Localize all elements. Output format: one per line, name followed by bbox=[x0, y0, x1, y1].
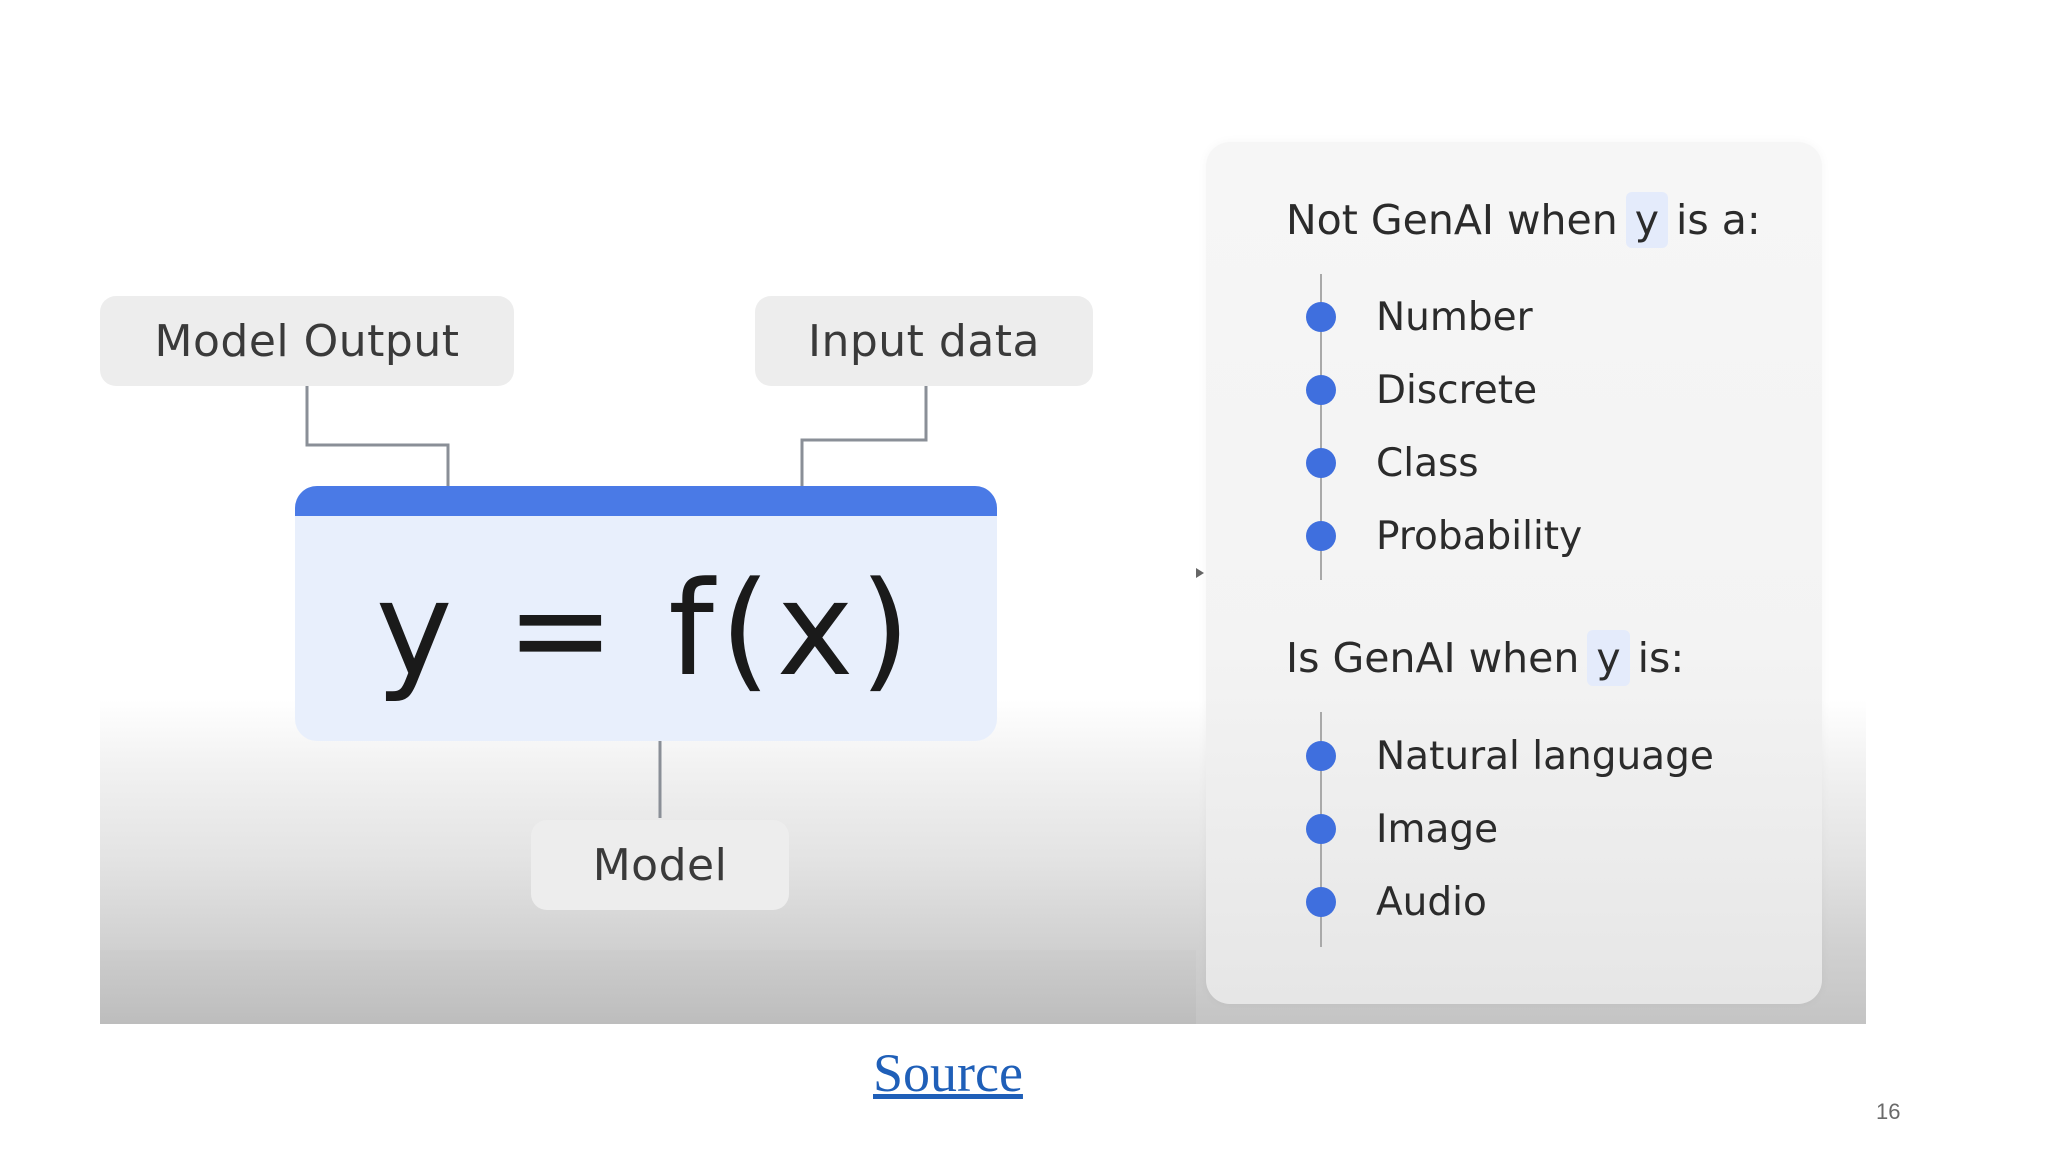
not-genai-prefix: Not GenAI when bbox=[1286, 196, 1618, 244]
not-genai-heading: Not GenAI when y is a: bbox=[1286, 192, 1761, 248]
frame-bottom-band bbox=[100, 950, 1196, 1024]
list-item: Class bbox=[1306, 440, 1479, 486]
small-pointer-icon bbox=[1196, 568, 1204, 578]
source-link[interactable]: Source bbox=[873, 1043, 1023, 1103]
list-item: Image bbox=[1306, 806, 1499, 852]
model-text: Model bbox=[592, 839, 728, 891]
list-item-label: Probability bbox=[1376, 513, 1583, 559]
formula-accent-bar bbox=[295, 486, 997, 516]
bullet-dot-icon bbox=[1306, 887, 1336, 917]
list-item-label: Natural language bbox=[1376, 733, 1714, 779]
slide-frame: Model Output Input data y = f(x) Model N… bbox=[100, 0, 1866, 1024]
not-genai-timeline bbox=[1320, 274, 1322, 580]
input-data-text: Input data bbox=[807, 315, 1041, 367]
genai-criteria-panel: Not GenAI when y is a: Number Discrete C… bbox=[1206, 142, 1822, 1004]
page-number: 16 bbox=[1876, 1099, 1901, 1124]
model-output-label: Model Output bbox=[100, 296, 514, 386]
not-genai-suffix: is a: bbox=[1676, 196, 1761, 244]
bullet-dot-icon bbox=[1306, 375, 1336, 405]
bullet-dot-icon bbox=[1306, 521, 1336, 551]
is-genai-suffix: is: bbox=[1637, 634, 1685, 682]
list-item: Number bbox=[1306, 294, 1533, 340]
list-item: Probability bbox=[1306, 513, 1583, 559]
is-genai-prefix: Is GenAI when bbox=[1286, 634, 1580, 682]
bullet-dot-icon bbox=[1306, 302, 1336, 332]
model-label: Model bbox=[531, 820, 789, 910]
list-item: Audio bbox=[1306, 879, 1487, 925]
input-data-label: Input data bbox=[755, 296, 1093, 386]
list-item-label: Image bbox=[1376, 806, 1499, 852]
bullet-dot-icon bbox=[1306, 741, 1336, 771]
list-item-label: Discrete bbox=[1376, 367, 1538, 413]
formula-text: y = f(x) bbox=[375, 552, 917, 705]
bullet-dot-icon bbox=[1306, 448, 1336, 478]
list-item: Natural language bbox=[1306, 733, 1714, 779]
not-genai-variable-chip: y bbox=[1625, 192, 1669, 248]
is-genai-heading: Is GenAI when y is: bbox=[1286, 630, 1684, 686]
list-item: Discrete bbox=[1306, 367, 1538, 413]
formula-box: y = f(x) bbox=[295, 486, 997, 741]
list-item-label: Number bbox=[1376, 294, 1533, 340]
list-item-label: Class bbox=[1376, 440, 1479, 486]
is-genai-variable-chip: y bbox=[1587, 630, 1630, 686]
bullet-dot-icon bbox=[1306, 814, 1336, 844]
model-output-text: Model Output bbox=[154, 315, 460, 367]
list-item-label: Audio bbox=[1376, 879, 1487, 925]
